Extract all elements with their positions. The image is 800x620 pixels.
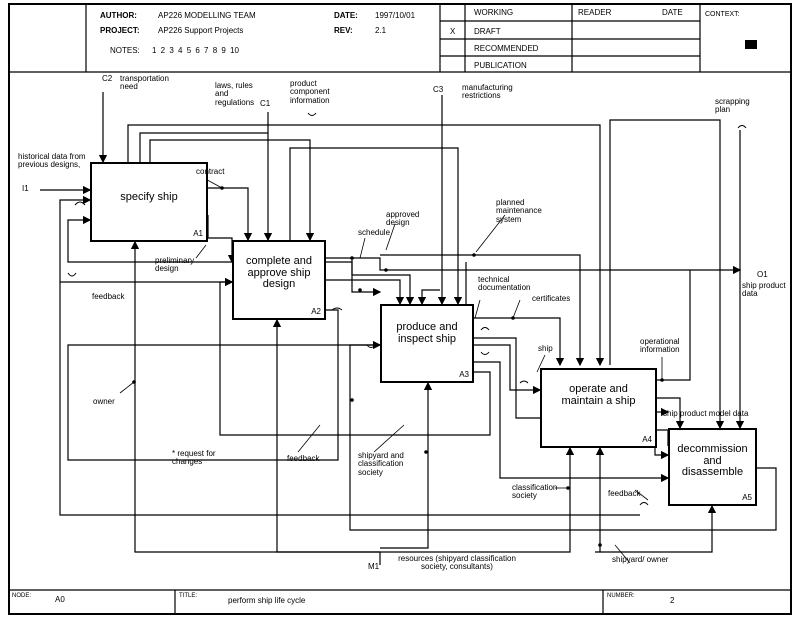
project-value: AP226 Support Projects [158,26,244,35]
status-recommended: RECOMMENDED [474,44,539,53]
activity-number: A5 [742,493,752,502]
c1-code: C1 [260,99,271,108]
author-value: AP226 MODELLING TEAM [158,11,256,20]
ship-product-model-label: ship product model data [663,409,749,418]
c1-product-label: product component information [290,79,330,105]
approved-design-label: approved design [386,210,420,228]
schedule-label: schedule [358,228,391,237]
node-label: NODE: [12,593,32,599]
date-label: DATE: [334,11,358,20]
classification-society-label: classification society [512,483,558,501]
o1-label: ship product data [742,281,786,299]
activity-number: A2 [311,307,321,316]
activity-number: A3 [459,370,469,379]
activity-name: complete and approve ship design [245,255,313,291]
ship-label: ship [538,344,553,353]
node-value: A0 [55,595,65,604]
title-value: perform ship life cycle [228,596,306,605]
activity-box-a1: specify ship A1 [90,162,208,242]
o1-code: O1 [757,270,768,279]
c2-label: transportation need [120,74,169,92]
m1-code: M1 [368,562,380,571]
notes-label: NOTES: [110,46,140,55]
rev-label: REV: [334,26,353,35]
number-value: 2 [670,596,675,605]
activity-box-a2: complete and approve ship design A2 [232,240,326,320]
activity-name: specify ship [120,191,178,203]
context-marker [745,40,757,49]
preliminary-design-label: preliminary design [155,256,195,274]
feedback-label-2: feedback [287,454,320,463]
planned-maintenance-label: planned maintenance system [496,198,542,224]
title-label: TITLE: [179,593,198,599]
diagram-frame [8,3,792,615]
c1-laws-label: laws, rules and regulations [215,81,255,107]
activity-name: decommission and disassemble [677,443,748,479]
contract-label: contract [196,167,225,176]
shipyard-classification-label: shipyard and classification society [358,451,404,477]
resources-label: resources (shipyard classification socie… [398,554,516,572]
date-value: 1997/10/01 [375,11,416,20]
c2-code: C2 [102,74,113,83]
reader-label: READER [578,8,612,17]
notes-values: 1 2 3 4 5 6 7 8 9 10 [152,46,239,55]
request-for-changes-label: * request for changes [172,449,216,467]
activity-number: A1 [193,229,203,238]
certificates-label: certificates [532,294,571,303]
context-label: CONTEXT: [705,11,740,18]
activity-box-a3: produce and inspect ship A3 [380,304,474,383]
number-label: NUMBER: [607,593,635,599]
c3-code: C3 [433,85,444,94]
activity-box-a4: operate and maintain a ship A4 [540,368,657,448]
feedback-label-3: feedback [608,489,641,498]
rev-value: 2.1 [375,26,387,35]
shipyard-owner-label: shipyard/ owner [612,555,669,564]
activity-box-a5: decommission and disassemble A5 [668,428,757,506]
feedback-label-1: feedback [92,292,125,301]
activity-number: A4 [642,435,652,444]
technical-documentation-label: technical documentation [478,275,531,293]
status-draft: DRAFT [474,27,501,36]
historical-data-label: historical data from previous designs, [18,152,86,170]
scrapping-plan-label: scrapping plan [715,97,750,115]
reader-date-label: DATE [662,8,683,17]
owner-label: owner [93,397,115,406]
draft-mark: X [450,27,456,36]
activity-name: produce and inspect ship [396,321,458,345]
operational-information-label: operational information [640,337,680,355]
activity-name: operate and maintain a ship [561,383,636,407]
c3-label: manufacturing restrictions [462,83,513,101]
status-working: WORKING [474,8,514,17]
i1-code: I1 [22,184,29,193]
status-publication: PUBLICATION [474,61,527,70]
project-label: PROJECT: [100,26,140,35]
author-label: AUTHOR: [100,11,137,20]
